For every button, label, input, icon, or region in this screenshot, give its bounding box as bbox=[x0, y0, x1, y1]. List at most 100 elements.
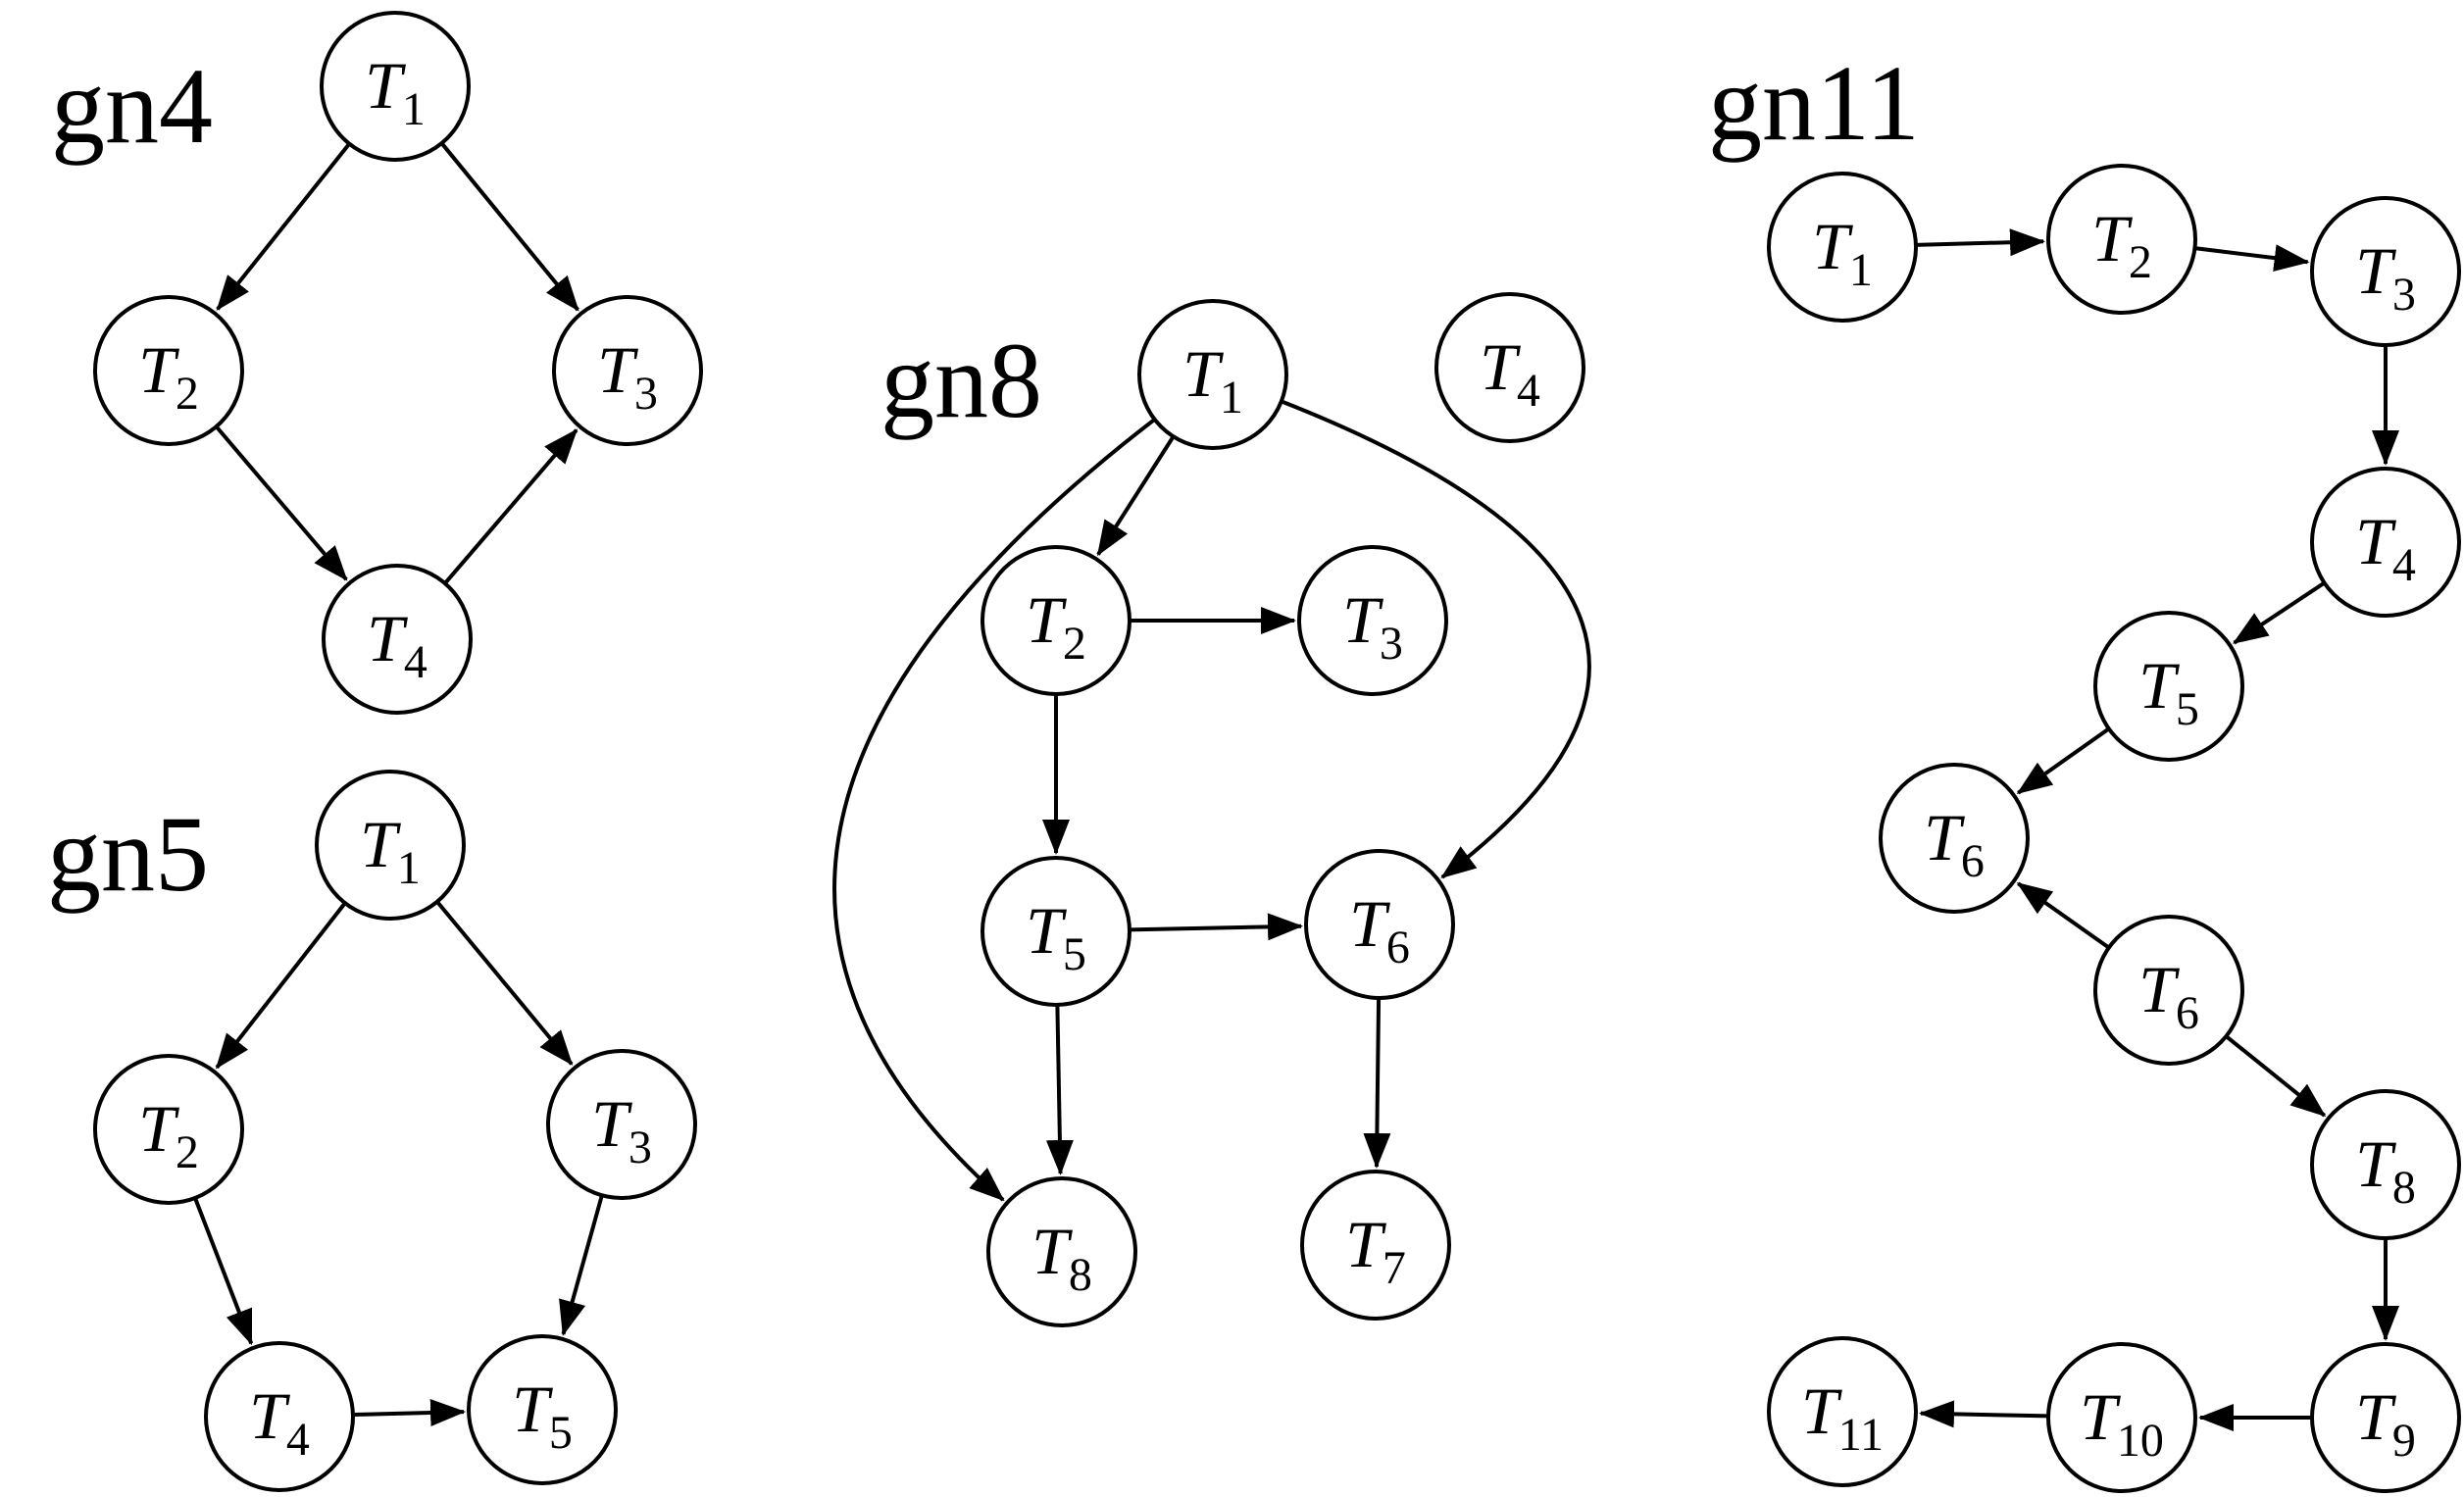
node-label: T4 bbox=[249, 1378, 310, 1466]
node-label: T2 bbox=[1026, 582, 1086, 670]
node-gn4-T1: T1 bbox=[320, 11, 471, 162]
edge-gn11-T5-T6a bbox=[2016, 726, 2110, 795]
node-circle bbox=[2093, 611, 2244, 762]
node-label: T6 bbox=[2138, 952, 2199, 1039]
node-label: T7 bbox=[1345, 1207, 1406, 1294]
node-circle bbox=[552, 295, 703, 446]
node-label: T2 bbox=[138, 332, 199, 420]
node-label: T8 bbox=[1031, 1214, 1092, 1301]
node-circle bbox=[467, 1334, 618, 1485]
node-gn11-T3: T3 bbox=[2310, 196, 2461, 347]
node-label: T1 bbox=[365, 48, 426, 135]
node-label: T5 bbox=[512, 1372, 573, 1459]
node-circle bbox=[981, 545, 1131, 696]
node-label: T1 bbox=[360, 807, 421, 894]
node-gn11-T6b: T6 bbox=[2093, 915, 2244, 1066]
node-circle bbox=[93, 1054, 244, 1205]
node-label: T10 bbox=[2080, 1379, 2164, 1467]
node-gn8-T7: T7 bbox=[1300, 1170, 1451, 1321]
edge-gn8-T5-T8 bbox=[1045, 1004, 1074, 1176]
node-circle bbox=[1137, 299, 1288, 450]
edge-gn4-T2-T4 bbox=[215, 424, 348, 581]
node-gn8-T5: T5 bbox=[981, 856, 1131, 1007]
node-circle bbox=[1879, 763, 2030, 914]
node-circle bbox=[1300, 1170, 1451, 1321]
edge-gn11-T4-T5 bbox=[2232, 580, 2326, 645]
node-circle bbox=[2310, 1089, 2461, 1240]
edge-gn4-T1-T2 bbox=[216, 142, 351, 311]
edge-gn8-T1-T6 bbox=[1281, 399, 1591, 879]
node-circle bbox=[2310, 196, 2461, 347]
node-label: T5 bbox=[1026, 893, 1086, 980]
graph-label-gn5: gn5 bbox=[47, 794, 209, 914]
node-label: T4 bbox=[1480, 329, 1540, 417]
node-gn11-T4: T4 bbox=[2310, 467, 2461, 618]
node-gn11-T10: T10 bbox=[2046, 1342, 2197, 1493]
node-label: T1 bbox=[1812, 209, 1873, 296]
edge-gn11-T10-T11 bbox=[1918, 1400, 2049, 1428]
node-label: T3 bbox=[597, 332, 658, 420]
node-gn8-T6: T6 bbox=[1304, 849, 1455, 1000]
node-circle bbox=[1297, 545, 1448, 696]
node-gn5-T2: T2 bbox=[93, 1054, 244, 1205]
node-circle bbox=[986, 1176, 1137, 1327]
node-circle bbox=[2093, 915, 2244, 1066]
edge-gn4-T1-T3 bbox=[439, 141, 579, 312]
graph-label-gn8: gn8 bbox=[880, 321, 1042, 440]
node-circle bbox=[1767, 1336, 1918, 1487]
edge-gn5-T3-T5 bbox=[559, 1194, 604, 1336]
node-circle bbox=[315, 770, 466, 921]
node-circle bbox=[1767, 172, 1918, 323]
node-label: T8 bbox=[2355, 1126, 2416, 1214]
edge-gn8-T1-T8 bbox=[832, 418, 1156, 1202]
edge-gn8-T1-T2 bbox=[1096, 435, 1176, 557]
node-label: T4 bbox=[2355, 504, 2416, 591]
edge-gn11-T6b-T8 bbox=[2225, 1034, 2327, 1118]
node-circle bbox=[981, 856, 1131, 1007]
node-circle bbox=[93, 295, 244, 446]
edge-gn8-T6-T7 bbox=[1363, 997, 1391, 1170]
edge-gn11-T1-T2 bbox=[1915, 228, 2046, 257]
node-label: T5 bbox=[2138, 648, 2199, 735]
node-circle bbox=[204, 1341, 355, 1492]
node-label: T2 bbox=[2091, 201, 2152, 288]
node-label: T6 bbox=[1924, 800, 1985, 887]
node-gn11-T11: T11 bbox=[1767, 1336, 1918, 1487]
node-label: T2 bbox=[138, 1091, 199, 1178]
edge-gn8-T5-T6 bbox=[1129, 913, 1304, 941]
graph-label-gn4: gn4 bbox=[51, 46, 213, 166]
node-circle bbox=[1434, 292, 1585, 443]
node-label: T3 bbox=[1342, 582, 1403, 670]
node-gn11-T9: T9 bbox=[2310, 1342, 2461, 1493]
node-gn4-T4: T4 bbox=[322, 564, 473, 715]
node-gn5-T4: T4 bbox=[204, 1341, 355, 1492]
node-gn11-T6a: T6 bbox=[1879, 763, 2030, 914]
node-label: T11 bbox=[1801, 1373, 1884, 1461]
node-gn11-T5: T5 bbox=[2093, 611, 2244, 762]
node-gn11-T8: T8 bbox=[2310, 1089, 2461, 1240]
node-gn8-T1: T1 bbox=[1137, 299, 1288, 450]
node-gn11-T2: T2 bbox=[2046, 164, 2197, 315]
node-circle bbox=[2046, 164, 2197, 315]
edge-gn5-T2-T4 bbox=[193, 1197, 254, 1346]
edge-gn4-T4-T3 bbox=[443, 428, 578, 585]
node-gn4-T3: T3 bbox=[552, 295, 703, 446]
node-label: T4 bbox=[367, 601, 427, 688]
node-circle bbox=[2310, 1342, 2461, 1493]
node-gn8-T8: T8 bbox=[986, 1176, 1137, 1327]
edge-gn5-T1-T3 bbox=[435, 900, 574, 1066]
node-gn8-T3: T3 bbox=[1297, 545, 1448, 696]
node-gn11-T1: T1 bbox=[1767, 172, 1918, 323]
edge-gn5-T4-T5 bbox=[352, 1398, 467, 1426]
node-gn4-T2: T2 bbox=[93, 295, 244, 446]
node-gn5-T3: T3 bbox=[546, 1049, 697, 1200]
node-circle bbox=[1304, 849, 1455, 1000]
node-label: T1 bbox=[1182, 336, 1243, 424]
node-label: T3 bbox=[2355, 233, 2416, 321]
node-gn8-T4: T4 bbox=[1434, 292, 1585, 443]
